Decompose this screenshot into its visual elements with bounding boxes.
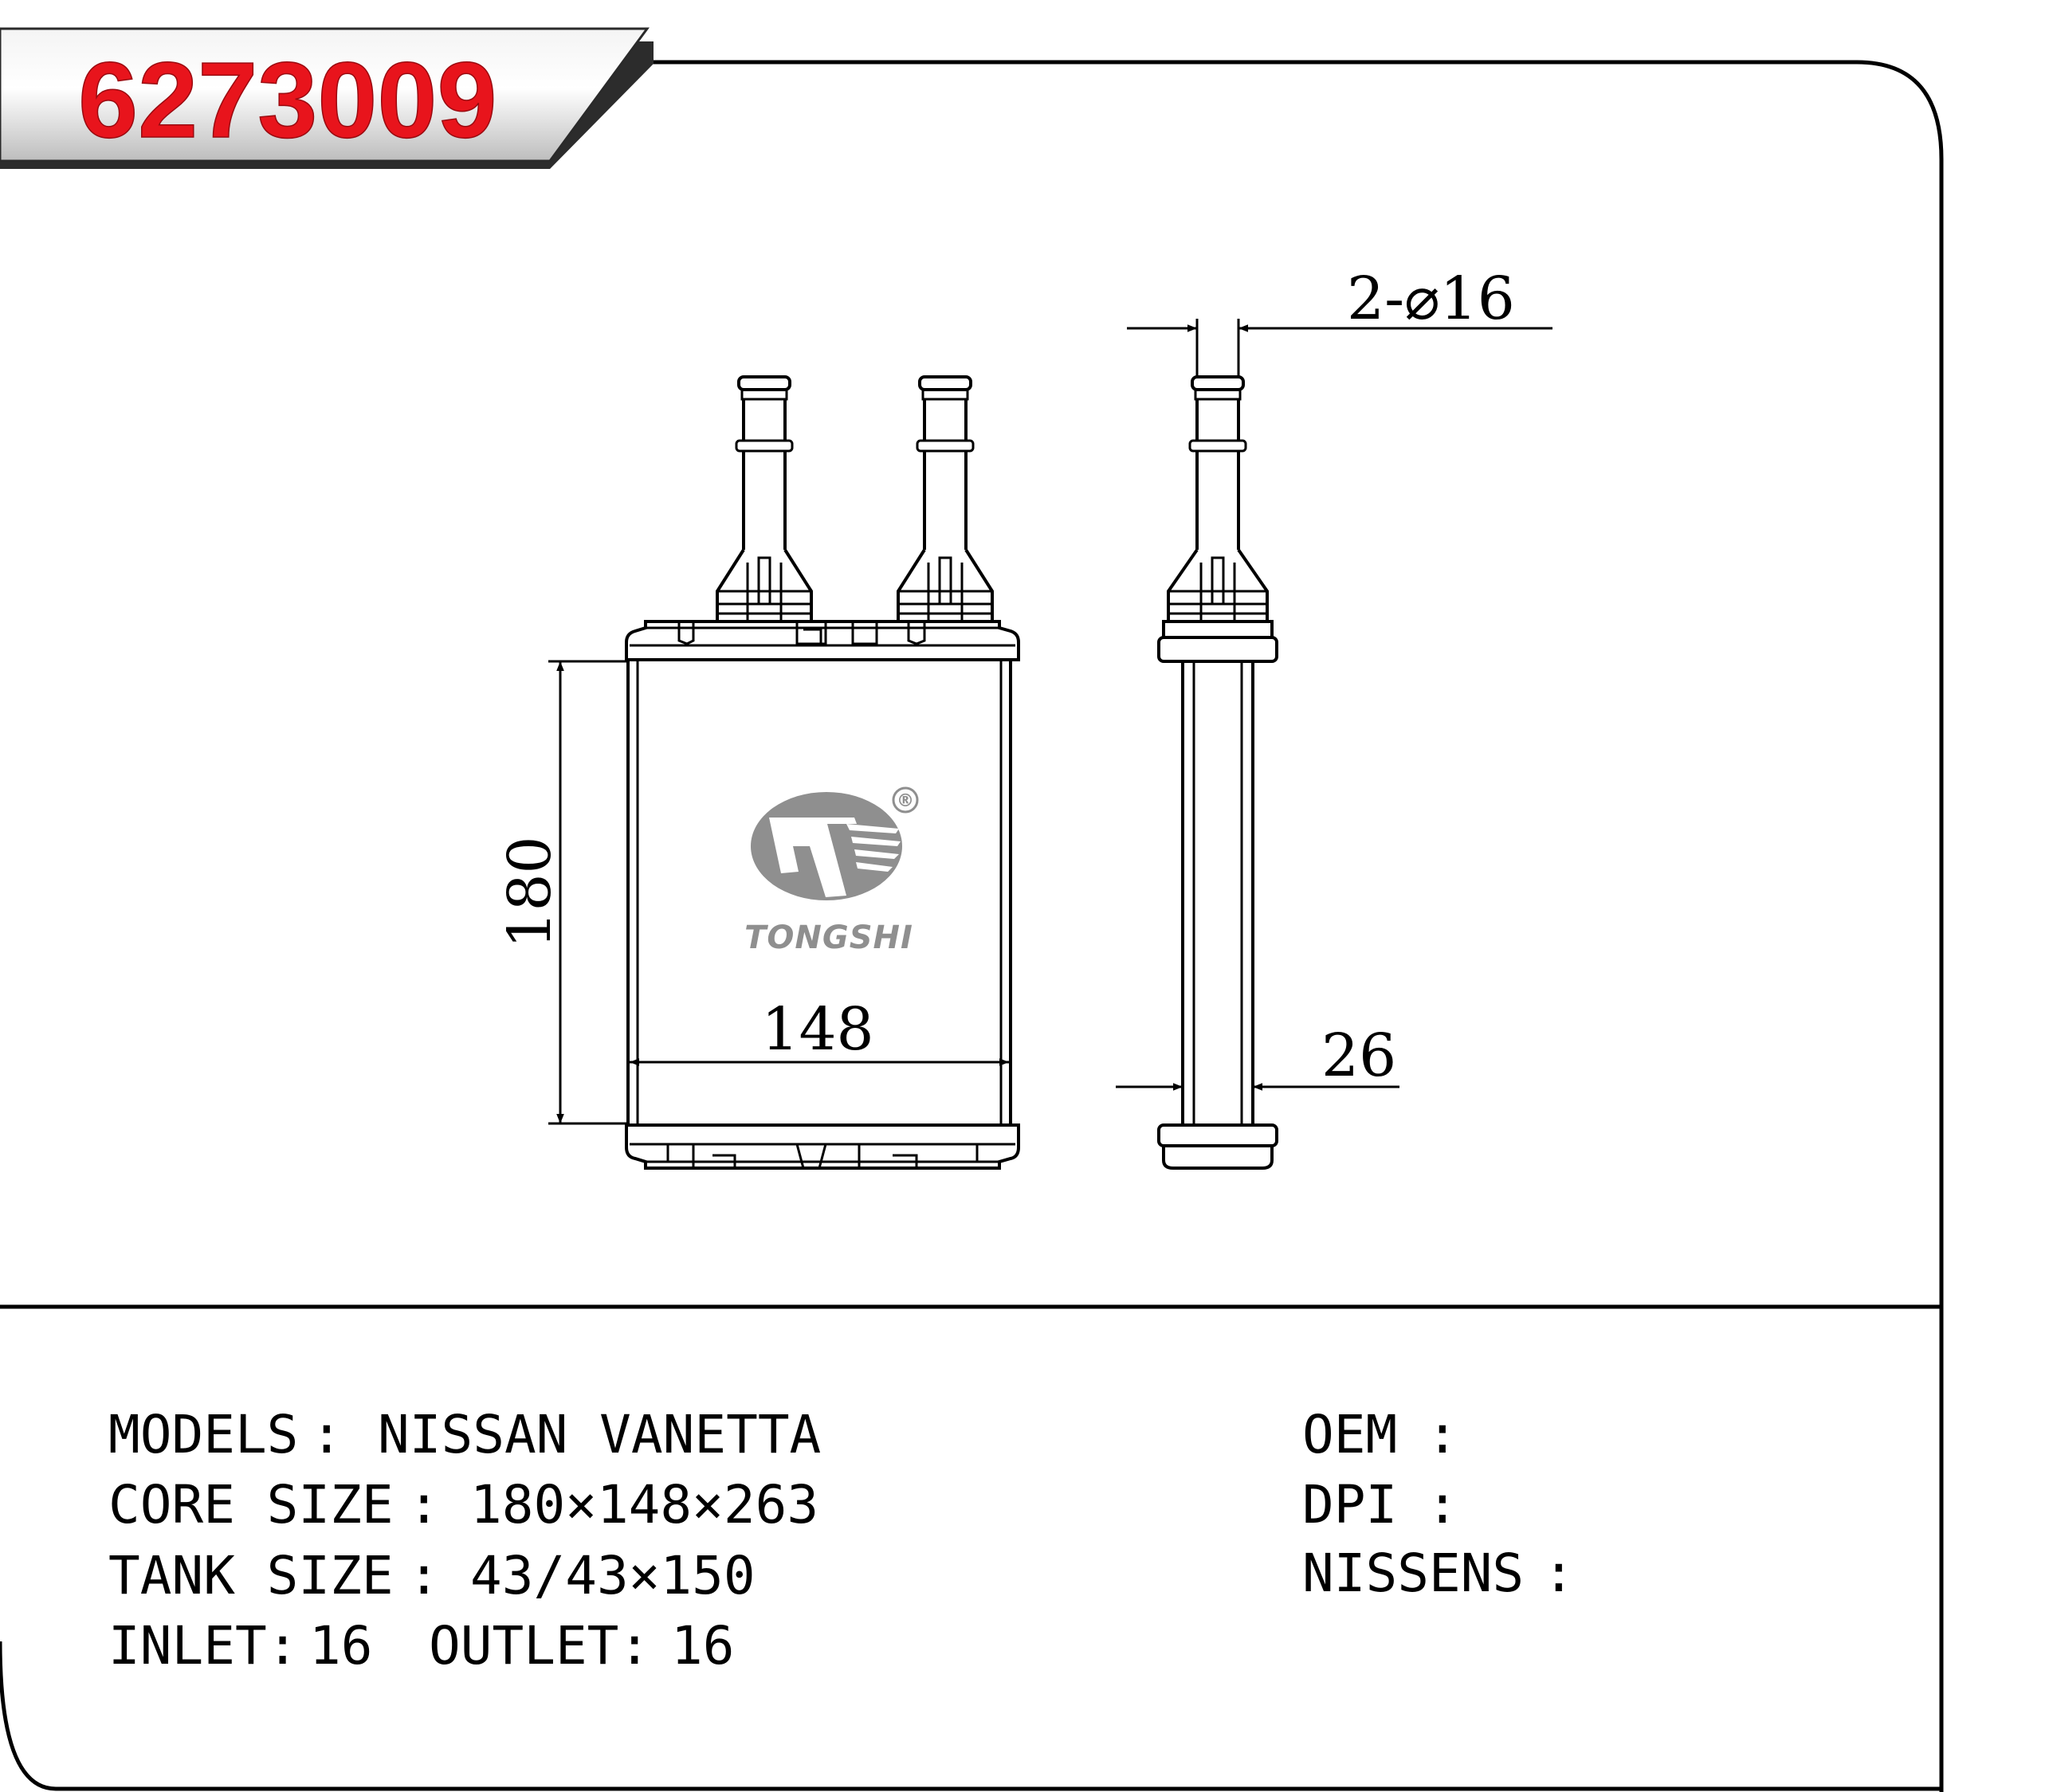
spec-value: NISSAN VANETTA xyxy=(378,1404,821,1465)
spec-label: OUTLET xyxy=(429,1615,618,1676)
tongshi-logo: ® TONGSHI xyxy=(744,786,919,956)
part-number-banner: 6273009 xyxy=(0,27,654,169)
spec-label: TANK SIZE xyxy=(108,1545,394,1606)
pipe-diameter-dimension: 2-⌀16 xyxy=(1127,265,1552,377)
spec-separator: : xyxy=(1543,1543,1575,1604)
part-number: 6273009 xyxy=(78,40,497,160)
spec-row-tank-size: TANK SIZE:43/43×150 xyxy=(108,1545,756,1606)
spec-label: NISSENS xyxy=(1302,1543,1524,1604)
spec-row-core-size: CORE SIZE:180×148×263 xyxy=(108,1474,818,1535)
spec-value: 16 xyxy=(309,1615,372,1676)
sheet-frame xyxy=(0,60,1944,1792)
spec-separator: : xyxy=(618,1615,650,1676)
spec-row-nissens: NISSENS: xyxy=(1302,1543,1575,1604)
spec-value: 180×148×263 xyxy=(470,1474,818,1535)
registered-mark: ® xyxy=(897,791,914,811)
spec-row-dpi: DPI: xyxy=(1302,1474,1458,1535)
spec-separator: : xyxy=(408,1545,440,1606)
spec-label: INLET xyxy=(108,1615,267,1676)
top-tank xyxy=(625,620,1020,661)
spec-table-left: MODELS:NISSAN VANETTA CORE SIZE:180×148×… xyxy=(108,1404,821,1676)
spec-row-oem: OEM: xyxy=(1302,1404,1458,1465)
depth-value: 26 xyxy=(1321,1021,1396,1090)
width-value: 148 xyxy=(761,995,873,1064)
spec-label: DPI xyxy=(1302,1474,1397,1535)
width-dimension: 148 xyxy=(630,995,1009,1066)
spec-label: CORE SIZE xyxy=(108,1474,394,1535)
bottom-tank xyxy=(625,1123,1020,1170)
height-dimension: 180 xyxy=(496,660,628,1125)
spec-table-right: OEM: DPI: NISSENS: xyxy=(1302,1404,1575,1604)
spec-row-models: MODELS: NISSAN VANETTA xyxy=(108,1404,821,1465)
outlet-pipe xyxy=(897,375,994,622)
heater-core-side-view: 2-⌀16 26 xyxy=(1116,265,1552,1170)
spec-value: 43/43×150 xyxy=(470,1545,756,1606)
spec-separator: : xyxy=(408,1474,440,1535)
spec-separator: : xyxy=(267,1615,299,1676)
spec-separator: : xyxy=(311,1404,343,1465)
spec-label: MODELS xyxy=(108,1404,298,1465)
depth-dimension: 26 xyxy=(1116,1021,1399,1091)
spec-value: 16 xyxy=(671,1615,734,1676)
height-value: 180 xyxy=(496,836,564,948)
spec-label: OEM xyxy=(1302,1404,1397,1465)
heater-core-front-view: ® TONGSHI 180 148 xyxy=(496,375,1020,1170)
brand-name: TONGSHI xyxy=(744,920,913,956)
inlet-pipe xyxy=(716,375,813,622)
pipe-diameter-value: 2-⌀16 xyxy=(1347,265,1515,333)
spec-separator: : xyxy=(1427,1404,1458,1465)
spec-separator: : xyxy=(1427,1474,1458,1535)
